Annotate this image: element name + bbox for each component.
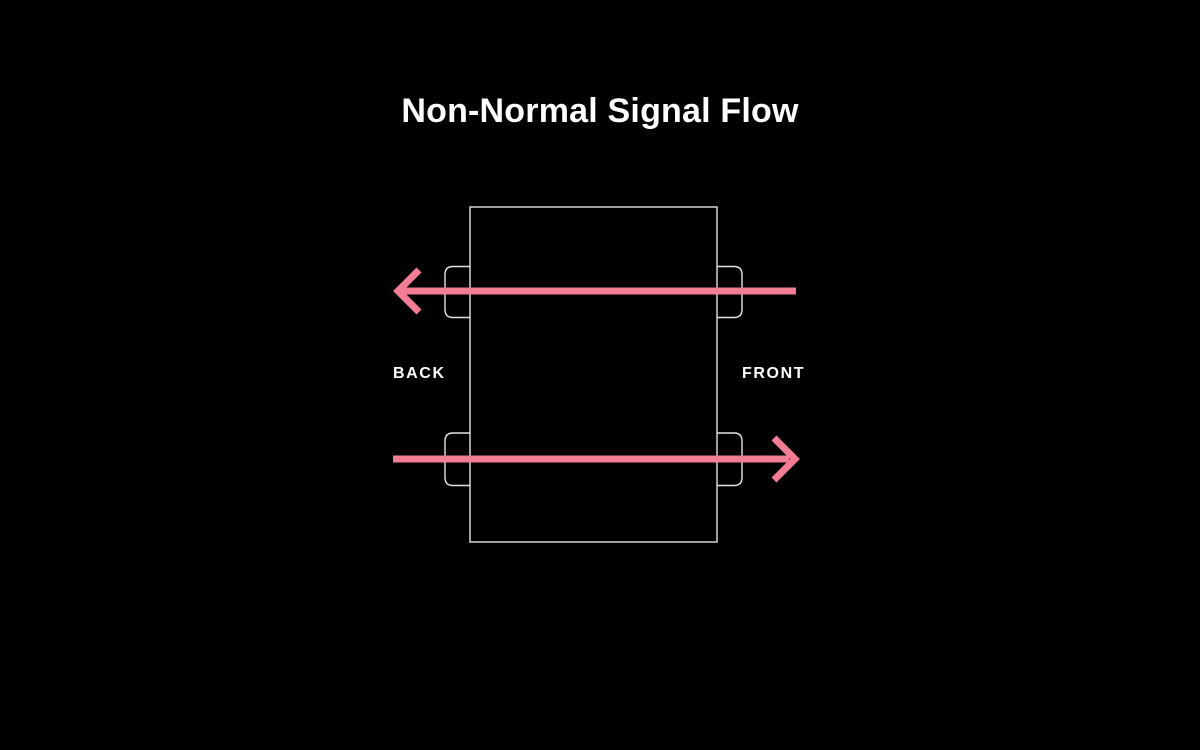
page-title: Non-Normal Signal Flow <box>401 92 799 130</box>
back-label: BACK <box>393 365 446 382</box>
signal-arrow-to-back <box>393 267 796 315</box>
front-label: FRONT <box>742 365 806 382</box>
signal-arrow-to-front <box>393 435 800 483</box>
arrow-head-left-icon <box>393 267 422 315</box>
arrow-head-right-icon <box>771 435 800 483</box>
module-box <box>469 206 718 543</box>
